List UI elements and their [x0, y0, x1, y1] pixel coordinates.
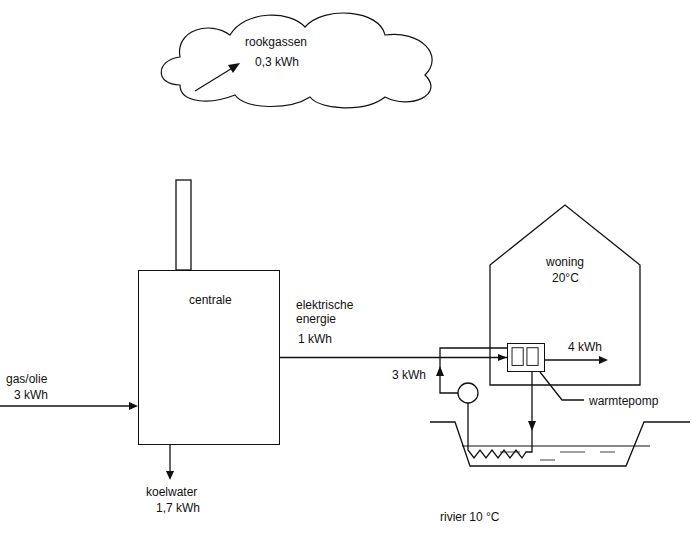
house-shape: woning 20°C warmtepomp	[490, 205, 640, 385]
node-outline	[508, 344, 544, 371]
node-text: rookgassen	[245, 35, 307, 49]
arrowhead	[528, 421, 536, 431]
callout-label: warmtepomp	[589, 394, 658, 408]
arrowhead	[599, 356, 608, 364]
node-outline	[150, 5, 450, 113]
text-label: rivier 10 °C	[440, 510, 499, 524]
leader-line	[540, 372, 584, 400]
text-label: 3 kWh	[392, 368, 426, 382]
heat-arrow	[545, 359, 602, 360]
output-arrow	[169, 445, 170, 474]
text-label: 3 kWh	[14, 388, 48, 402]
text-label: 4 kWh	[568, 340, 602, 354]
illustration-lines	[0, 180, 690, 474]
node-text: woning	[546, 255, 584, 269]
house-outline	[490, 205, 640, 385]
connector-arrow	[280, 357, 507, 358]
arrowhead	[436, 366, 444, 376]
pump-symbol	[458, 383, 478, 403]
arrowhead	[166, 471, 174, 480]
heat-pump-box: warmtepomp	[507, 343, 545, 372]
arrowheads	[129, 356, 608, 480]
input-arrow	[0, 405, 132, 406]
heat-pump-detail	[512, 348, 523, 366]
cloud-shape: rookgassen 0,3 kWh	[150, 5, 450, 113]
node-text: 0,3 kWh	[255, 55, 299, 69]
smoke-arrow	[195, 67, 234, 91]
chimney	[176, 180, 191, 270]
water-surface	[462, 446, 650, 447]
heat-pump-detail	[527, 348, 538, 366]
water-marks	[500, 452, 615, 460]
text-label: 1,7 kWh	[156, 501, 200, 515]
node-text: centrale	[189, 293, 232, 307]
cloud-outline	[161, 13, 432, 108]
text-label: koelwater	[146, 485, 197, 499]
edge-label: elektrische energie	[296, 298, 376, 326]
arrowhead	[228, 63, 240, 73]
process-box: centrale	[138, 270, 280, 445]
node-text: 20°C	[552, 271, 579, 285]
text-label: gas/olie	[6, 372, 47, 386]
arrowhead	[129, 402, 138, 410]
pipe	[440, 348, 507, 393]
river-bank	[430, 422, 690, 466]
text-label: 1 kWh	[298, 332, 332, 346]
